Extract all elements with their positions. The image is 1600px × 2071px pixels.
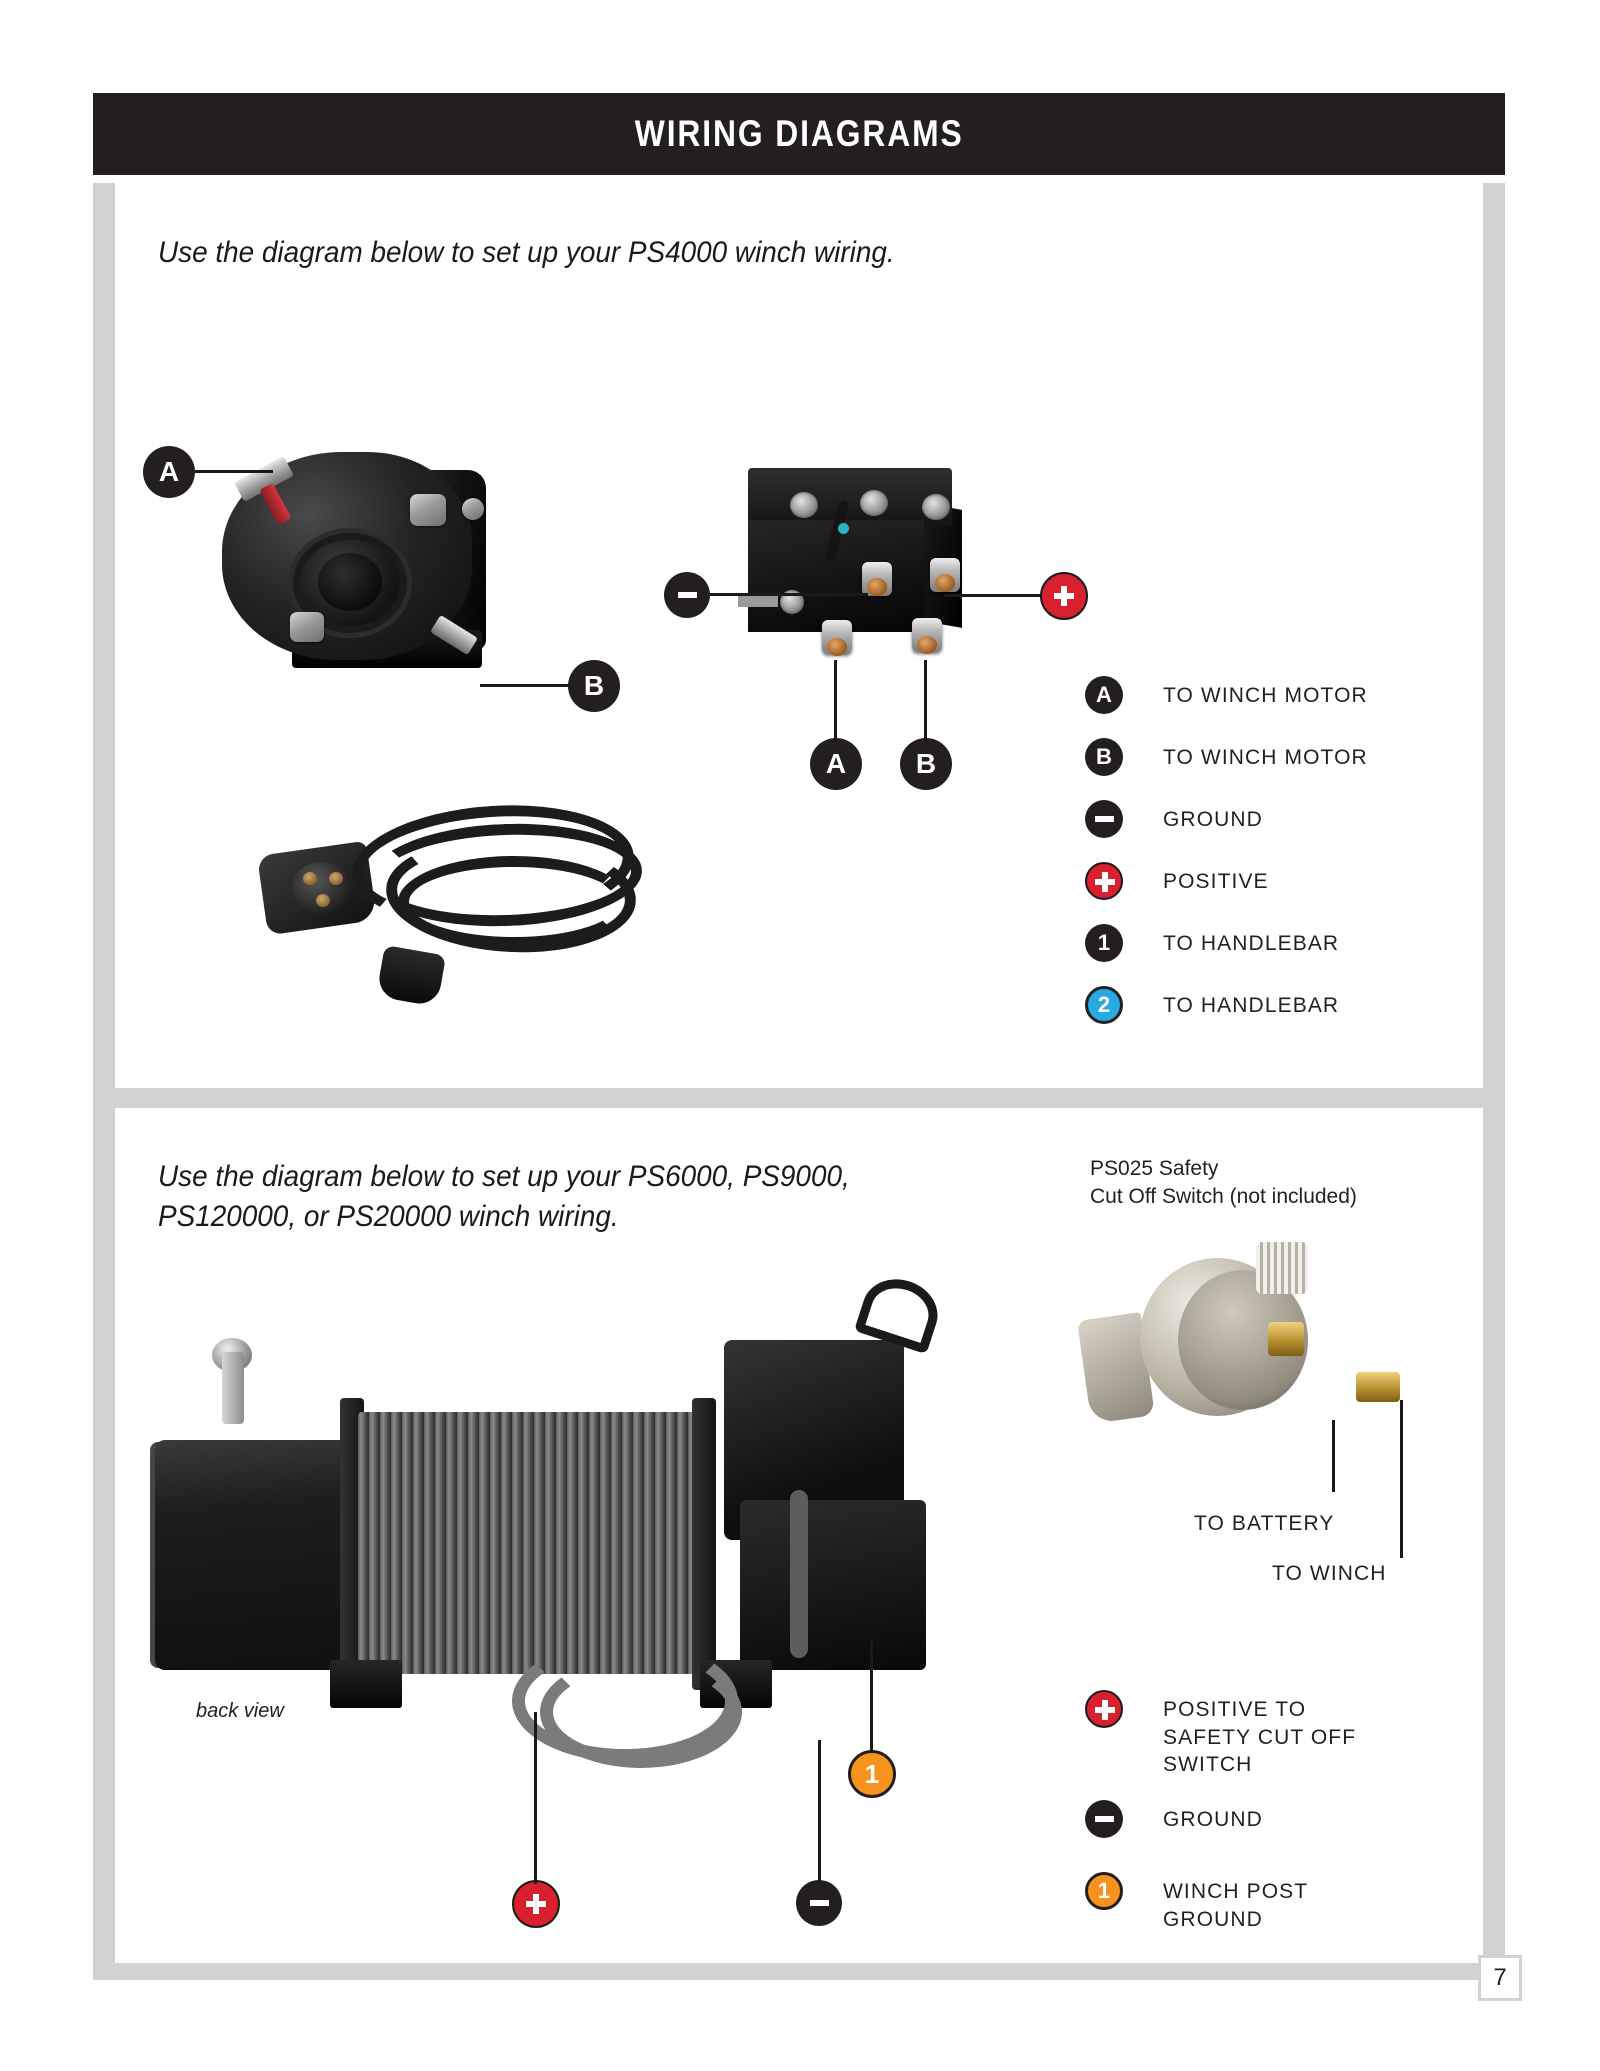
callout-solenoid-a: A — [810, 738, 862, 790]
legend-badge-ground-2 — [1085, 1800, 1123, 1838]
motor-bolt-side — [462, 498, 484, 520]
lead-solenoid-ground — [708, 593, 868, 596]
solenoid-screw-right — [922, 494, 950, 520]
lead-to-battery — [1332, 1420, 1335, 1492]
lead-to-winch — [1400, 1400, 1403, 1558]
page-header-band: WIRING DIAGRAMS — [93, 93, 1505, 175]
legend-label-ground-2: GROUND — [1163, 1808, 1263, 1831]
callout-solenoid-ground — [664, 572, 710, 618]
section-2-intro-text: Use the diagram below to set up your PS6… — [158, 1160, 850, 1233]
solenoid-post-b-cap — [917, 636, 937, 654]
label-to-winch: TO WINCH — [1272, 1562, 1387, 1585]
callout-motor-a: A — [143, 446, 195, 498]
legend-row-9: 1 WINCH POST GROUND — [1085, 1872, 1308, 1933]
legend-row-4: POSITIVE — [1085, 862, 1269, 900]
callout-solenoid-b: B — [900, 738, 952, 790]
winch-top-post — [222, 1352, 244, 1424]
legend-label-b: TO WINCH MOTOR — [1163, 746, 1368, 769]
minus-icon — [1094, 1816, 1114, 1822]
motor-hub-inner — [318, 553, 382, 611]
winch-motor-housing — [155, 1440, 355, 1670]
legend-row-2: B TO WINCH MOTOR — [1085, 738, 1368, 776]
legend-badge-one: 1 — [1085, 924, 1123, 962]
legend-row-5: 1 TO HANDLEBAR — [1085, 924, 1339, 962]
callout-winch-ground — [796, 1880, 842, 1926]
lead-winch-post-ground — [870, 1640, 873, 1752]
legend-badge-winch-post: 1 — [1085, 1872, 1123, 1910]
plus-icon — [1095, 872, 1115, 892]
solenoid-post-upper-right-cap — [935, 574, 955, 592]
minus-icon — [809, 1900, 829, 1906]
legend-badge-positive-cutoff — [1085, 1690, 1123, 1728]
winch-lower-housing — [740, 1500, 926, 1670]
section-1-panel — [93, 183, 1505, 1088]
winch-drum-flange-right — [692, 1398, 716, 1690]
winch-lead-bundle-2 — [540, 1656, 742, 1768]
harness-cable-loop-4 — [398, 856, 630, 948]
solenoid-post-upper-left-cap — [867, 578, 887, 596]
page-title: WIRING DIAGRAMS — [634, 113, 964, 154]
callout-winch-post-ground: 1 — [848, 1750, 896, 1798]
minus-icon — [677, 592, 697, 598]
motor-bolt-lower — [290, 612, 324, 642]
switch-knurled-knob — [1256, 1242, 1308, 1294]
legend-row-8: GROUND — [1085, 1800, 1263, 1838]
lead-solenoid-a — [834, 660, 837, 742]
solenoid-post-a-cap — [827, 638, 847, 656]
legend-label-ground: GROUND — [1163, 808, 1263, 831]
plus-icon — [526, 1894, 546, 1914]
legend-badge-positive — [1085, 862, 1123, 900]
legend-row-1: A TO WINCH MOTOR — [1085, 676, 1368, 714]
legend-badge-b: B — [1085, 738, 1123, 776]
winch-foot-left — [330, 1660, 402, 1708]
lead-solenoid-b — [924, 660, 927, 742]
panel-bottom-strip — [93, 1963, 1505, 1980]
switch-terminal-battery — [1268, 1322, 1304, 1356]
harness-pin-3 — [316, 894, 330, 907]
legend-label-one: TO HANDLEBAR — [1163, 932, 1340, 955]
winch-cable-drum — [358, 1412, 698, 1674]
winch-ground-lead — [790, 1490, 808, 1658]
legend-label-positive-cutoff: POSITIVE TO SAFETY CUT OFF SWITCH — [1163, 1698, 1357, 1777]
legend-badge-ground — [1085, 800, 1123, 838]
winch-back-view-caption: back view — [196, 1700, 284, 1722]
page-number-box: 7 — [1478, 1955, 1522, 2001]
plus-icon — [1095, 1700, 1115, 1720]
panel-divider-strip — [93, 1088, 1505, 1108]
switch-terminal-winch — [1356, 1372, 1400, 1402]
section-1-intro-text: Use the diagram below to set up your PS4… — [158, 236, 895, 269]
solenoid-screw-mid — [860, 490, 888, 516]
solenoid-bracket — [738, 595, 778, 607]
legend-label-a: TO WINCH MOTOR — [1163, 684, 1368, 707]
legend-row-3: GROUND — [1085, 800, 1263, 838]
harness-pin-1 — [303, 872, 317, 885]
lead-motor-a — [195, 470, 273, 473]
legend-label-positive: POSITIVE — [1163, 870, 1269, 893]
solenoid-screw-left — [790, 492, 818, 518]
plus-icon — [1054, 586, 1074, 606]
lead-motor-b — [480, 684, 570, 687]
lead-solenoid-positive — [944, 594, 1042, 597]
safety-switch-note: PS025 Safety Cut Off Switch (not include… — [1090, 1157, 1357, 1209]
legend-label-two: TO HANDLEBAR — [1163, 994, 1340, 1017]
minus-icon — [1094, 816, 1114, 822]
callout-motor-b: B — [568, 660, 620, 712]
legend-badge-a: A — [1085, 676, 1123, 714]
lead-winch-positive — [534, 1712, 537, 1884]
legend-row-7: POSITIVE TO SAFETY CUT OFF SWITCH — [1085, 1690, 1356, 1779]
callout-solenoid-positive — [1040, 572, 1088, 620]
solenoid-indicator-dot — [838, 523, 849, 534]
callout-winch-positive — [512, 1880, 560, 1928]
legend-label-winch-post: WINCH POST GROUND — [1163, 1880, 1309, 1931]
label-to-battery: TO BATTERY — [1194, 1512, 1335, 1535]
lead-winch-ground — [818, 1740, 821, 1884]
harness-pin-2 — [329, 872, 343, 885]
legend-badge-two: 2 — [1085, 986, 1123, 1024]
motor-bolt-upper — [410, 494, 446, 526]
legend-row-6: 2 TO HANDLEBAR — [1085, 986, 1339, 1024]
solenoid-top-face — [748, 468, 952, 526]
